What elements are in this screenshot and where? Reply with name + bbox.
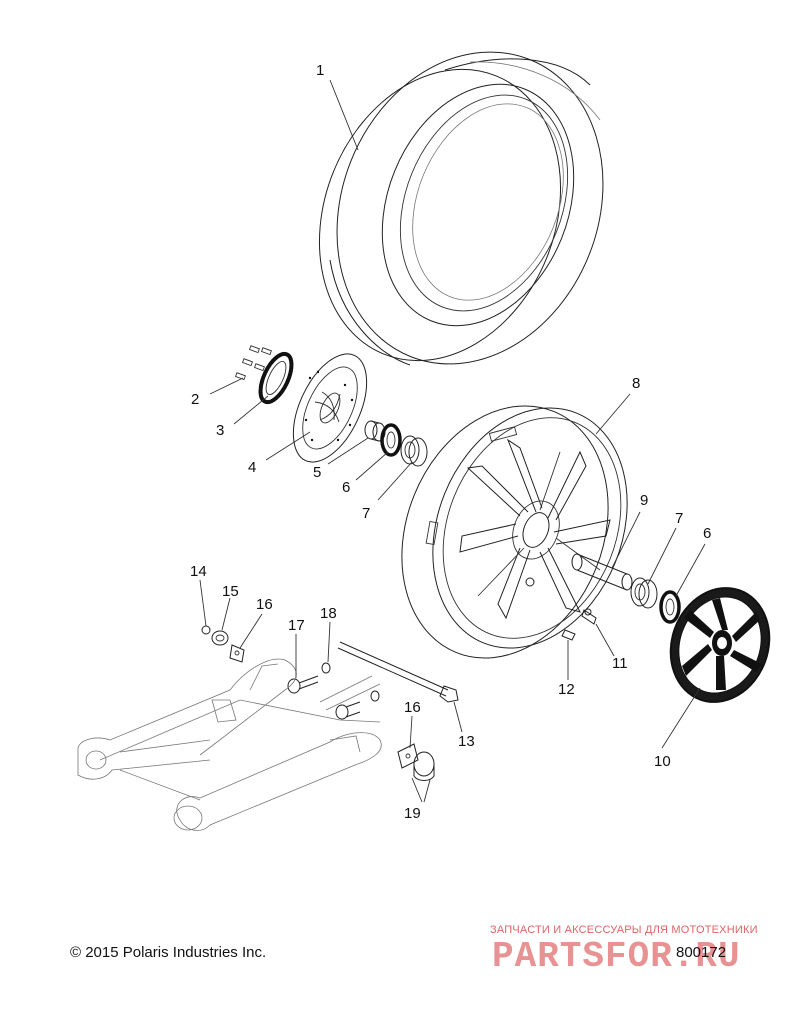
- bearing-left: [400, 435, 428, 467]
- callout-17: 17: [288, 617, 305, 634]
- axle: [319, 641, 459, 711]
- brake-rotor: [292, 353, 368, 463]
- callout-14: 14: [190, 563, 207, 580]
- callout-15: 15: [222, 583, 239, 600]
- callout-8: 8: [632, 375, 640, 392]
- watermark-tagline: ЗАПЧАСТИ И АКСЕССУАРЫ ДЛЯ МОТОТЕХНИКИ: [490, 924, 758, 936]
- callout-19: 19: [404, 805, 421, 822]
- callout-12: 12: [558, 681, 575, 698]
- copyright-notice: © 2015 Polaris Industries Inc.: [70, 944, 267, 961]
- tire: [318, 51, 604, 366]
- spacer-ring: [258, 351, 294, 405]
- bolts: [234, 345, 272, 381]
- seal-left: [380, 423, 402, 457]
- callout-16: 16: [256, 596, 273, 613]
- callout-16-lower: 16: [404, 699, 421, 716]
- sprocket-pulley: [669, 587, 771, 703]
- callout-7-right: 7: [675, 510, 683, 527]
- callout-2: 2: [191, 391, 199, 408]
- watermark-logo: PARTSFOR.RU: [492, 936, 741, 977]
- swingarm-spacer: [335, 701, 361, 720]
- bearing-right: [630, 577, 658, 609]
- nuts: [321, 662, 380, 702]
- retaining-clip: [201, 625, 211, 635]
- seal-right: [659, 590, 681, 624]
- callout-5: 5: [313, 464, 321, 481]
- wheel: [401, 405, 628, 659]
- adjuster-block: [413, 751, 435, 781]
- leader-lines: [199, 79, 706, 803]
- axle-sleeve: [571, 553, 633, 591]
- adjuster-plate-lower: [397, 743, 419, 769]
- adjuster-plate-upper: [229, 644, 245, 663]
- callout-18: 18: [320, 605, 337, 622]
- diagram-number: 800172: [676, 944, 727, 961]
- callout-4: 4: [248, 459, 256, 476]
- valve-cap: [561, 629, 576, 641]
- callout-13: 13: [458, 733, 475, 750]
- callout-6-right: 6: [703, 525, 711, 542]
- callout-7: 7: [362, 505, 370, 522]
- adjuster-nut: [211, 630, 229, 646]
- callout-6: 6: [342, 479, 350, 496]
- callout-9: 9: [640, 492, 648, 509]
- callout-10: 10: [654, 753, 671, 770]
- swingarm: [77, 658, 382, 831]
- callout-3: 3: [216, 422, 224, 439]
- spacer: [364, 420, 386, 442]
- callout-11: 11: [612, 655, 628, 672]
- pivot-bolt: [287, 675, 319, 694]
- valve-stem: [581, 608, 597, 625]
- callouts: 1 2 3 4 5 6 7 8 9 7 6 10 11 12 13 14 15 …: [190, 62, 711, 822]
- callout-1: 1: [316, 62, 324, 79]
